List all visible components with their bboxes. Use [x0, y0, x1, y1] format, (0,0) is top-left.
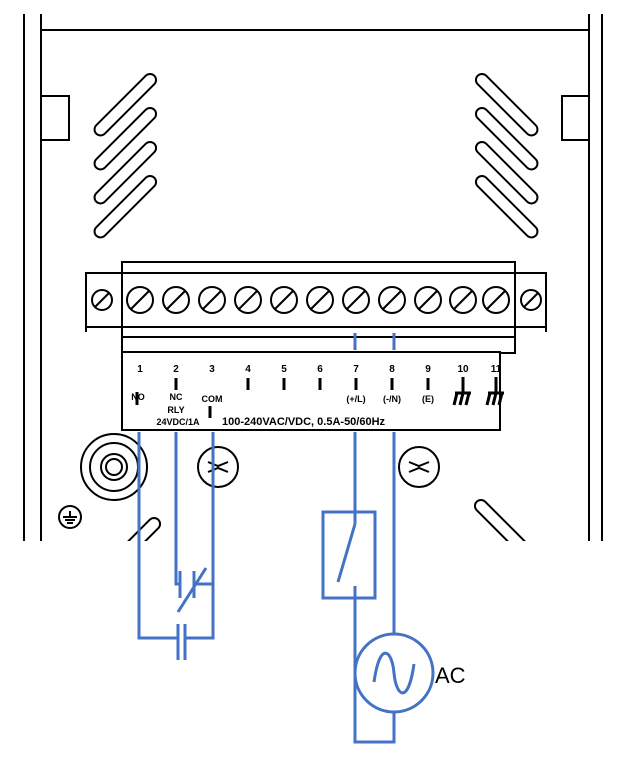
terminal-screw-9 — [414, 286, 442, 314]
terminal-screw-6 — [306, 286, 334, 314]
terminal-number-5: 5 — [281, 364, 287, 375]
terminal-screw-7 — [342, 286, 370, 314]
relay-label: RLY — [167, 405, 184, 415]
terminal-number-8: 8 — [389, 364, 395, 375]
terminal-label-7: (+/L) — [346, 394, 365, 404]
terminal-label-2: NC — [170, 392, 183, 402]
terminal-label-8: (-/N) — [383, 394, 401, 404]
terminal-number-4: 4 — [245, 364, 251, 375]
relay-rating: 24VDC/1A — [156, 417, 200, 427]
terminal-screw-4 — [234, 286, 262, 314]
terminal-screw-3 — [198, 286, 226, 314]
terminal-screw-2 — [162, 286, 190, 314]
terminal-number-2: 2 — [173, 364, 179, 375]
earth-ground-icon — [452, 377, 471, 406]
terminal-screws — [126, 286, 510, 314]
terminal-number-9: 9 — [425, 364, 431, 375]
power-rating: 100-240VAC/VDC, 0.5A-50/60Hz — [222, 416, 386, 428]
terminal-screw-5 — [270, 286, 298, 314]
terminal-label-1: NO — [131, 392, 145, 402]
ac-source-icon — [353, 632, 435, 714]
terminal-end-screw-icon — [91, 289, 542, 311]
housing-screw-icon — [207, 461, 430, 473]
terminal-screw-1 — [126, 286, 154, 314]
terminal-number-10: 10 — [457, 364, 469, 375]
vent-slots-upper-right — [474, 72, 539, 239]
switch-icon — [321, 510, 377, 600]
terminal-number-7: 7 — [353, 364, 359, 375]
terminal-label-9: (E) — [422, 394, 434, 404]
earth-ground-icon — [63, 511, 77, 524]
terminal-screw-10 — [449, 286, 477, 314]
earth-ground-icon — [485, 377, 504, 406]
terminal-number-1: 1 — [137, 364, 143, 375]
terminal-number-11: 11 — [491, 364, 502, 375]
terminal-number-6: 6 — [317, 364, 323, 375]
vent-slots-upper-left — [93, 72, 158, 239]
terminal-label-3: COM — [202, 394, 223, 404]
label-plate — [121, 351, 501, 431]
terminal-number-3: 3 — [209, 364, 215, 375]
relay-contact-icon — [176, 567, 208, 660]
ac-source-label: AC — [435, 663, 466, 688]
terminal-screw-8 — [378, 286, 406, 314]
terminal-screw-11 — [482, 286, 510, 314]
